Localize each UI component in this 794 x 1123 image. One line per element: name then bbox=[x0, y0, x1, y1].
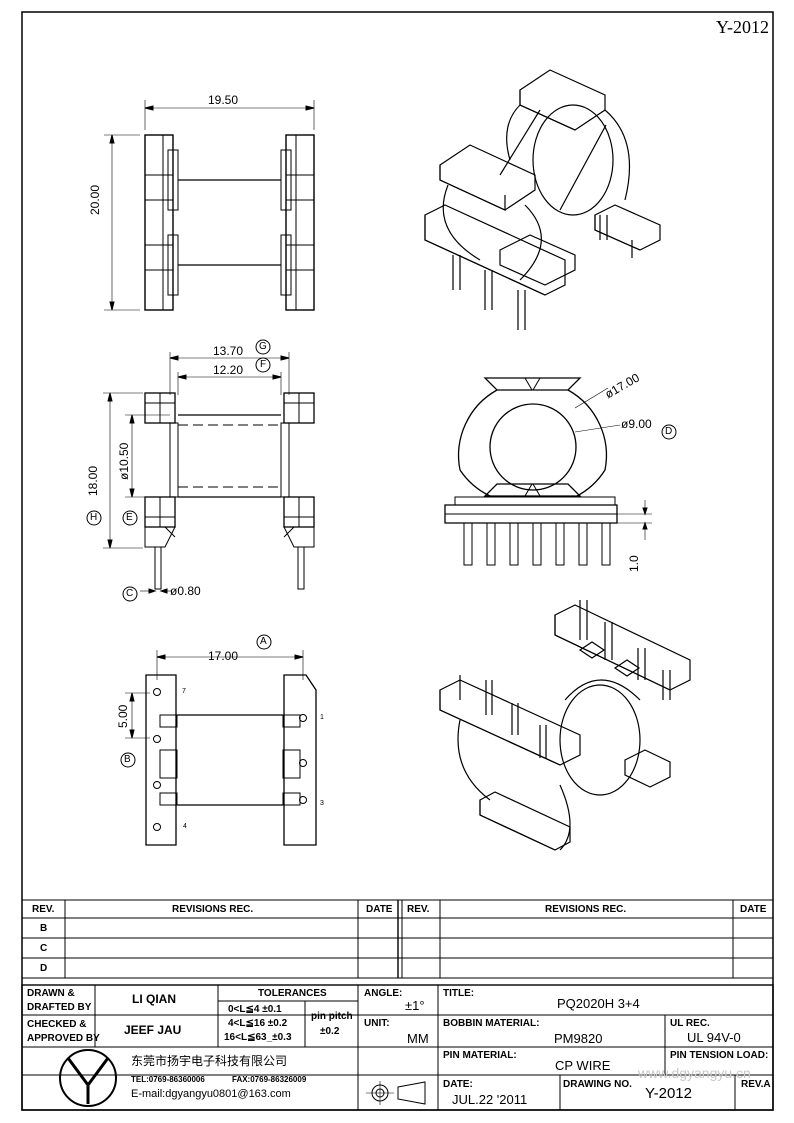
rev-row-c: C bbox=[40, 943, 48, 954]
drawn-value: LI QIAN bbox=[132, 992, 176, 1006]
tolerance-1: 0<L≦4 ±0.1 bbox=[228, 1004, 282, 1015]
rev-a-label: REV.A bbox=[741, 1079, 771, 1090]
marker-h: H bbox=[90, 512, 98, 523]
company-fax: FAX:0769-86326009 bbox=[232, 1075, 307, 1084]
dim-mid-height: 18.00 bbox=[86, 465, 100, 496]
marker-d: D bbox=[665, 426, 673, 437]
revisions-header-left: REVISIONS REC. bbox=[172, 904, 254, 915]
drawn-label-2: DRAFTED BY bbox=[27, 1002, 92, 1013]
drawn-label-1: DRAWN & bbox=[27, 988, 75, 999]
drawing-no-value: Y-2012 bbox=[645, 1085, 692, 1102]
company-tel: TEL:0769-86360006 bbox=[131, 1075, 205, 1084]
tolerance-2: 4<L≦16 ±0.2 bbox=[228, 1018, 288, 1029]
ul-rec-value: UL 94V-0 bbox=[687, 1030, 741, 1045]
iso-view-bottom bbox=[439, 600, 691, 851]
title-block-lines bbox=[21, 984, 774, 1111]
dim-side-pin-height: 1.0 bbox=[627, 555, 641, 572]
date-header-right: DATE bbox=[740, 904, 767, 915]
pin-pitch-label: pin pitch bbox=[311, 1011, 353, 1022]
marker-g: G bbox=[259, 341, 267, 352]
dim-side-inner: ø9.00 bbox=[621, 417, 652, 431]
marker-e: E bbox=[126, 512, 133, 523]
company-name: 东莞市扬宇电子科技有限公司 bbox=[131, 1054, 288, 1068]
rev-row-b: B bbox=[40, 923, 48, 934]
revision-table bbox=[21, 899, 774, 979]
iso-view-top bbox=[424, 69, 661, 330]
dim-top-height: 20.00 bbox=[88, 184, 102, 215]
dim-mid-inner-width: 12.20 bbox=[213, 363, 244, 377]
angle-value: ±1° bbox=[405, 998, 425, 1013]
rev-header-left: REV. bbox=[32, 904, 55, 915]
pin-material-value: CP WIRE bbox=[555, 1058, 611, 1073]
drawing-no-label: DRAWING NO. bbox=[563, 1079, 632, 1090]
pin-pitch-value: ±0.2 bbox=[320, 1026, 340, 1037]
pin-number-4: 4 bbox=[183, 823, 187, 830]
pin-number-7: 7 bbox=[182, 688, 186, 695]
checked-value: JEEF JAU bbox=[124, 1023, 182, 1037]
drawing-id-top: Y-2012 bbox=[716, 17, 769, 37]
dim-pin-diameter: ø0.80 bbox=[170, 584, 201, 598]
side-view bbox=[444, 377, 652, 566]
dim-bottom-pitch: 5.00 bbox=[116, 704, 130, 728]
angle-label: ANGLE: bbox=[364, 988, 403, 999]
checked-label-1: CHECKED & bbox=[27, 1019, 87, 1030]
pin-material-label: PIN MATERIAL: bbox=[443, 1050, 517, 1061]
marker-f: F bbox=[260, 359, 267, 370]
ul-rec-label: UL REC. bbox=[670, 1018, 710, 1029]
company-email: E-mail:dgyangyu0801@163.com bbox=[131, 1088, 291, 1100]
dim-bottom-width: 17.00 bbox=[208, 649, 239, 663]
dim-mid-outer-width: 13.70 bbox=[213, 344, 244, 358]
unit-label: UNIT: bbox=[364, 1018, 390, 1029]
title-value: PQ2020H 3+4 bbox=[557, 996, 640, 1011]
rev-row-d: D bbox=[40, 963, 48, 974]
marker-circles bbox=[86, 339, 677, 768]
tolerances-label: TOLERANCES bbox=[258, 988, 327, 999]
front-view bbox=[103, 352, 315, 594]
marker-a: A bbox=[260, 636, 267, 647]
marker-c: C bbox=[126, 588, 134, 599]
date-label: DATE: bbox=[443, 1079, 473, 1090]
revisions-header-right: REVISIONS REC. bbox=[545, 904, 627, 915]
tolerance-3: 16<L≦63_±0.3 bbox=[224, 1032, 292, 1043]
unit-value: MM bbox=[407, 1031, 429, 1046]
pin-number-3: 3 bbox=[320, 800, 324, 807]
bottom-view bbox=[125, 650, 317, 846]
marker-b: B bbox=[124, 754, 131, 765]
bobbin-material-label: BOBBIN MATERIAL: bbox=[443, 1018, 540, 1029]
rev-header-right: REV. bbox=[407, 904, 430, 915]
pin-tension-label: PIN TENSION LOAD: bbox=[670, 1050, 769, 1061]
pin-number-1: 1 bbox=[320, 714, 324, 721]
watermark: www.dgyangyu.cn bbox=[638, 1065, 751, 1081]
checked-label-2: APPROVED BY bbox=[27, 1033, 100, 1044]
dim-mid-diameter: ø10.50 bbox=[117, 442, 131, 480]
top-view bbox=[104, 100, 315, 311]
dim-top-width: 19.50 bbox=[208, 93, 239, 107]
title-label: TITLE: bbox=[443, 988, 475, 999]
date-header-left: DATE bbox=[366, 904, 393, 915]
bobbin-material-value: PM9820 bbox=[554, 1031, 603, 1046]
date-value: JUL.22 '2011 bbox=[452, 1092, 528, 1107]
